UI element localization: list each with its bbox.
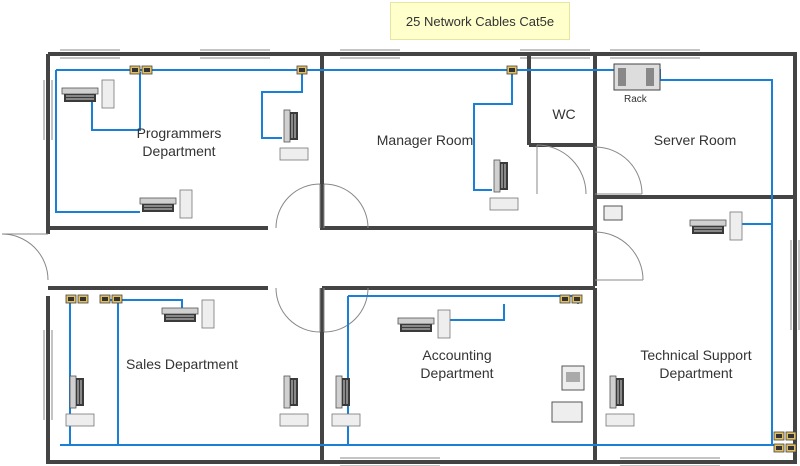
room-label-accounting: Accounting Department — [420, 347, 494, 381]
network-rack — [613, 63, 661, 91]
room-label-wc: WC — [552, 106, 576, 122]
entrance-door — [1, 233, 49, 281]
outer-walls — [46, 52, 797, 464]
doors — [275, 144, 644, 333]
room-label-programmers: Programmers Department — [136, 125, 222, 159]
interior-walls — [48, 54, 795, 462]
room-label-sales: Sales Department — [125, 356, 239, 372]
network-cables-callout: 25 Network Cables Cat5e — [390, 2, 570, 40]
room-label-server: Server Room — [653, 132, 737, 148]
printers — [551, 205, 623, 423]
room-label-tech-support: Technical Support Department — [640, 347, 752, 381]
callout-text: 25 Network Cables Cat5e — [405, 13, 555, 29]
rack-label: Rack — [624, 94, 647, 105]
windows — [43, 49, 800, 466]
room-label-manager: Manager Room — [376, 132, 474, 148]
